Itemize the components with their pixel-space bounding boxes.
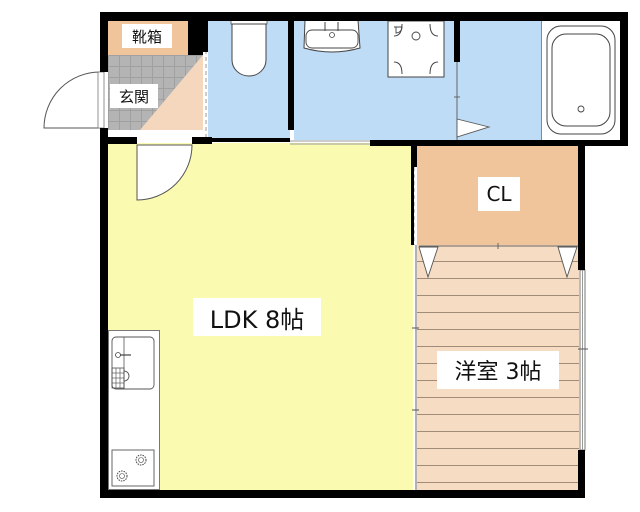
window-icon [578, 269, 588, 451]
wall-shoebox-right [188, 12, 203, 55]
toilet-icon [230, 19, 268, 77]
wall-right-bath [620, 12, 628, 146]
kitchen-sink-icon [111, 336, 155, 390]
wall-entrance-right [203, 12, 208, 52]
wall-right-lower [578, 450, 585, 498]
entry-door-icon [43, 71, 105, 129]
wall-wash-bottom [208, 138, 290, 142]
wall-left-upper [100, 12, 108, 72]
ldk-door-icon [136, 144, 193, 201]
washing-machine-pan-icon [387, 20, 445, 78]
wall-closet-top [411, 140, 581, 145]
closet-door-icon [418, 243, 578, 279]
bath-door-icon [454, 62, 491, 140]
bathtub-icon [546, 25, 616, 135]
wall-top [100, 12, 628, 21]
bathroom-divider [541, 21, 542, 140]
western-room-label: 洋室 3帖 [437, 351, 559, 389]
wall-right-upper [578, 140, 585, 270]
entrance-step [140, 55, 203, 130]
wall-closet-left [411, 165, 414, 245]
western-room-sliding-door-icon [412, 245, 419, 490]
wall-bottom [100, 490, 585, 498]
shoe-box-label: 靴箱 [122, 24, 172, 48]
entrance-label: 玄関 [110, 84, 158, 108]
wall-ldk-closet [411, 143, 417, 167]
bath-hall [456, 20, 542, 140]
wall-entrance-bottom-right [192, 137, 212, 144]
ldk-label: LDK 8帖 [193, 298, 321, 336]
wall-wash-bathhall [454, 12, 460, 62]
gas-stove-icon [111, 449, 155, 487]
wall-left-lower [100, 128, 108, 498]
wall-entrance-bottom-left [100, 137, 137, 144]
washbasin-icon [303, 19, 361, 53]
closet-label: CL [478, 177, 520, 211]
wall-toilet-wash [288, 12, 294, 130]
